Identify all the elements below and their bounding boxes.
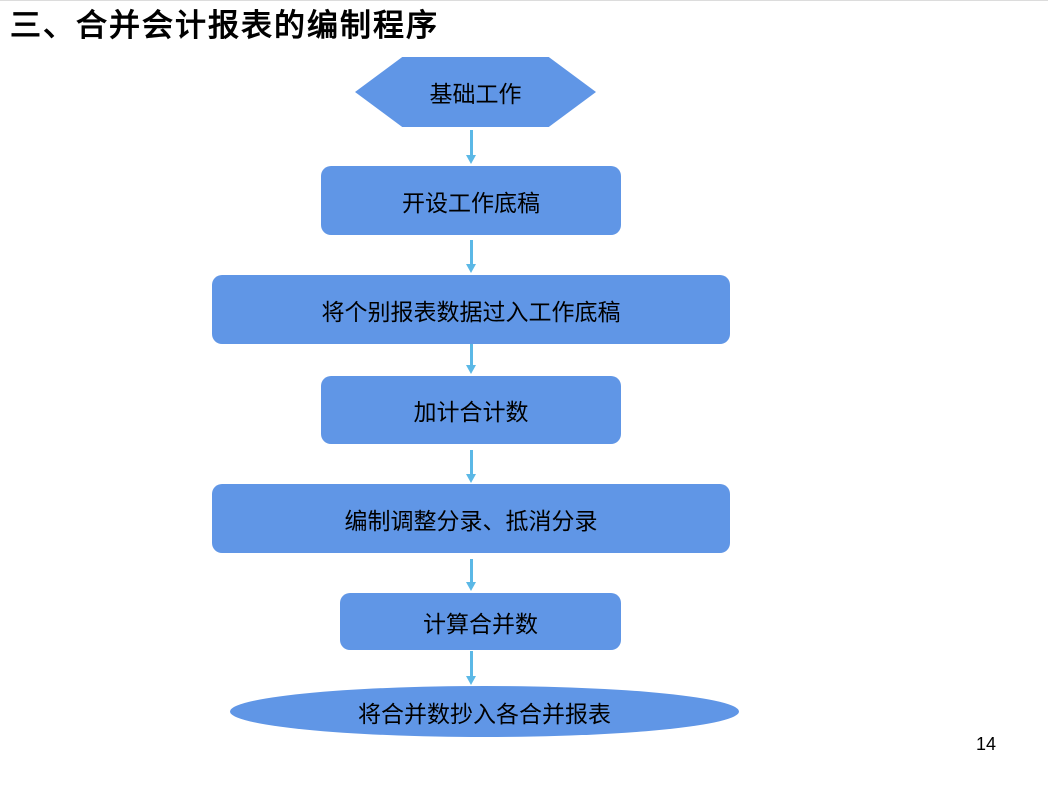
arrow-down-icon bbox=[465, 130, 479, 164]
arrow-down-icon bbox=[465, 450, 479, 483]
flow-node-label: 计算合并数 bbox=[423, 611, 538, 638]
arrow-down-icon bbox=[465, 651, 479, 685]
flow-node-label: 加计合计数 bbox=[413, 400, 529, 426]
flow-node-label: 将个别报表数据过入工作底稿 bbox=[321, 299, 621, 326]
flow-node-label: 基础工作 bbox=[429, 82, 522, 108]
flow-node-basic-work: 基础工作 bbox=[355, 57, 596, 127]
flow-node-compute-consolidated: 计算合并数 bbox=[340, 593, 621, 650]
flow-node-sum-totals: 加计合计数 bbox=[321, 376, 621, 444]
arrow-down-icon bbox=[465, 344, 479, 374]
flow-node-label: 开设工作底稿 bbox=[402, 190, 540, 217]
flow-node-label: 编制调整分录、抵消分录 bbox=[344, 508, 598, 535]
flow-node-adjusting-entries: 编制调整分录、抵消分录 bbox=[212, 484, 730, 553]
flow-node-label: 将合并数抄入各合并报表 bbox=[358, 701, 611, 728]
flow-node-transfer-data: 将个别报表数据过入工作底稿 bbox=[212, 275, 730, 344]
flow-node-open-worksheet: 开设工作底稿 bbox=[321, 166, 621, 235]
arrow-down-icon bbox=[465, 559, 479, 591]
top-border-line bbox=[0, 0, 1048, 1]
arrow-down-icon bbox=[465, 240, 479, 273]
flow-node-copy-to-reports: 将合并数抄入各合并报表 bbox=[230, 686, 739, 737]
slide-title: 三、合并会计报表的编制程序 bbox=[10, 8, 439, 44]
page-number: 14 bbox=[976, 734, 997, 754]
